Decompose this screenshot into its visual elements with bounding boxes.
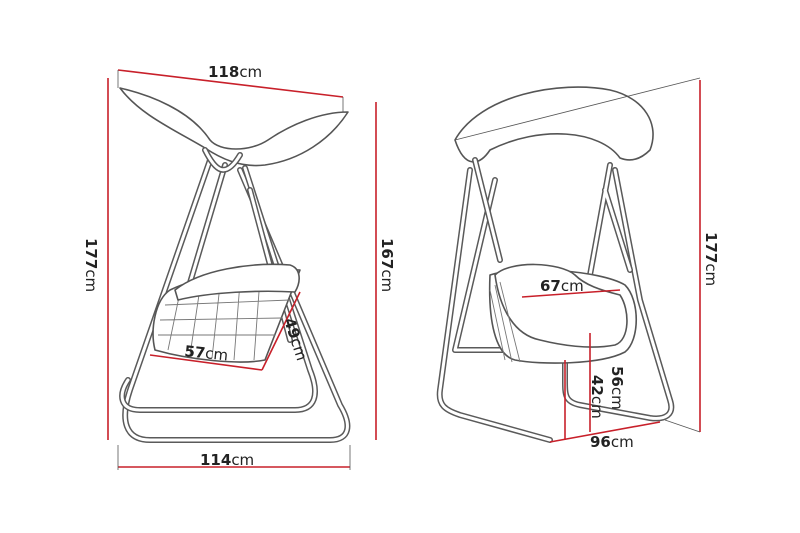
cushion	[174, 263, 300, 301]
dim-label-56: 56cm	[608, 366, 626, 410]
dim-label-96: 96cm	[590, 433, 634, 451]
dim-label-42: 42cm	[588, 375, 606, 419]
canopy-front	[454, 86, 654, 163]
dim-label-177-left: 177cm	[82, 238, 100, 292]
dim-label-118: 118cm	[208, 63, 262, 81]
swing-front-view	[436, 77, 701, 443]
dim-label-167: 167cm	[378, 238, 396, 292]
cushion-front	[494, 263, 628, 348]
canopy	[119, 87, 349, 167]
dim-label-67: 67cm	[540, 277, 584, 295]
swing-side-view	[107, 69, 377, 470]
dim-label-57: 57cm	[184, 342, 229, 364]
frame	[119, 147, 351, 443]
dim-label-114: 114cm	[200, 451, 254, 469]
dim-label-177-right: 177cm	[702, 232, 720, 286]
